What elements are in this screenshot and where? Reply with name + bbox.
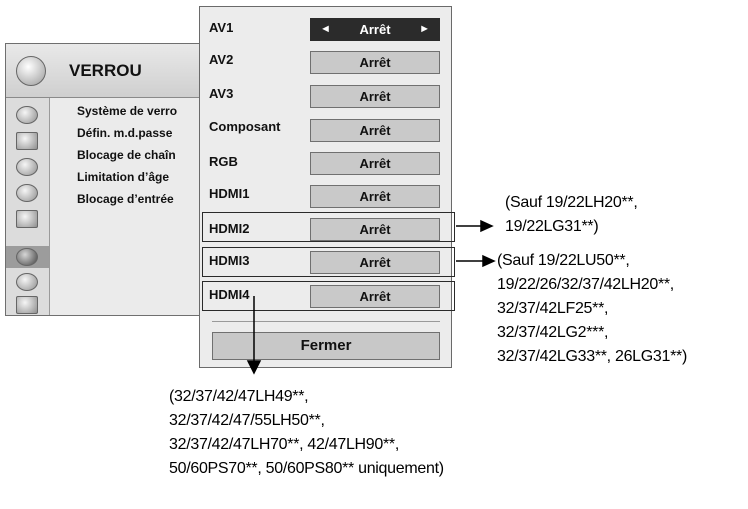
note-hdmi4: (32/37/42/47LH49**, 32/37/42/47/55LH50**… — [169, 385, 444, 481]
note-line: (Sauf 19/22LU50**, — [497, 252, 630, 269]
arrow-head-icon — [246, 360, 262, 375]
note-line: (Sauf 19/22LH20**, — [505, 194, 638, 211]
lock-icon[interactable] — [16, 248, 38, 266]
divider — [212, 321, 440, 322]
row-label-hdmi2: HDMI2 — [209, 221, 250, 236]
row-label-hdmi1: HDMI1 — [209, 186, 250, 201]
row-value-av3[interactable]: Arrêt — [310, 85, 440, 108]
note-hdmi3: (Sauf 19/22LU50**, 19/22/26/32/37/42LH20… — [497, 249, 687, 369]
row-label-av1: AV1 — [209, 20, 234, 35]
note-line: 19/22/26/32/37/42LH20**, — [497, 276, 674, 293]
note-line: 32/37/42/47/55LH50**, — [169, 412, 325, 429]
row-label-av2: AV2 — [209, 52, 234, 67]
row-label-hdmi3: HDMI3 — [209, 253, 250, 268]
lock-menu: VERROU Système de verro Défin. m.d.passe… — [5, 43, 200, 316]
row-label-av3: AV3 — [209, 86, 234, 101]
row-value-av2[interactable]: Arrêt — [310, 51, 440, 74]
menu-item-age-limit[interactable]: Limitation d’âge — [77, 170, 170, 184]
arrow-head-icon — [482, 254, 496, 268]
menu-header: VERROU — [6, 44, 199, 98]
row-label-rgb: RGB — [209, 154, 238, 169]
usb-icon[interactable] — [16, 296, 38, 314]
row-value-hdmi1[interactable]: Arrêt — [310, 185, 440, 208]
right-arrow-icon[interactable]: ► — [419, 23, 430, 35]
lock-icon — [16, 56, 46, 86]
note-line: 32/37/42LG2***, — [497, 324, 609, 341]
row-value-component[interactable]: Arrêt — [310, 119, 440, 142]
arrow-head-icon — [480, 219, 494, 233]
highlight-frame-hdmi4 — [202, 281, 455, 311]
row-label-hdmi4: HDMI4 — [209, 287, 250, 302]
input-icon[interactable] — [16, 273, 38, 291]
note-line: (32/37/42/47LH49**, — [169, 388, 309, 405]
row-label-component: Composant — [209, 119, 281, 134]
row-value-hdmi4[interactable]: Arrêt — [310, 285, 440, 308]
note-line: 32/37/42/47LH70**, 42/47LH90**, — [169, 436, 400, 453]
menu-item-block-channel[interactable]: Blocage de chaîn — [77, 148, 176, 162]
note-hdmi2: (Sauf 19/22LH20**, 19/22LG31**) — [505, 191, 638, 239]
close-button[interactable]: Fermer — [212, 332, 440, 360]
note-line: 32/37/42LF25**, — [497, 300, 609, 317]
note-line: 19/22LG31**) — [505, 218, 599, 235]
row-value-av1[interactable]: ◄ Arrêt ► — [310, 18, 440, 41]
picture-icon[interactable] — [16, 106, 38, 124]
screen-icon[interactable] — [16, 132, 38, 150]
highlight-frame-hdmi2 — [202, 212, 455, 242]
left-arrow-icon[interactable]: ◄ — [320, 23, 331, 35]
menu-item-set-password[interactable]: Défin. m.d.passe — [77, 126, 173, 140]
menu-sidebar — [6, 98, 50, 315]
clock-icon[interactable] — [16, 184, 38, 202]
input-lock-panel: AV1 ◄ Arrêt ► AV2 Arrêt AV3 Arrêt Compos… — [199, 6, 455, 368]
audio-icon[interactable] — [16, 158, 38, 176]
note-line: 32/37/42LG33**, 26LG31**) — [497, 348, 687, 365]
row-value-text: Arrêt — [359, 22, 391, 37]
row-value-rgb[interactable]: Arrêt — [310, 152, 440, 175]
option-icon[interactable] — [16, 210, 38, 228]
highlight-frame-hdmi3 — [202, 247, 455, 277]
row-value-hdmi3[interactable]: Arrêt — [310, 251, 440, 274]
note-line: 50/60PS70**, 50/60PS80** uniquement) — [169, 460, 444, 477]
menu-item-system-lock[interactable]: Système de verro — [77, 104, 178, 118]
menu-item-input-block[interactable]: Blocage d’entrée — [77, 192, 174, 206]
row-value-hdmi2[interactable]: Arrêt — [310, 218, 440, 241]
menu-title: VERROU — [69, 61, 142, 80]
